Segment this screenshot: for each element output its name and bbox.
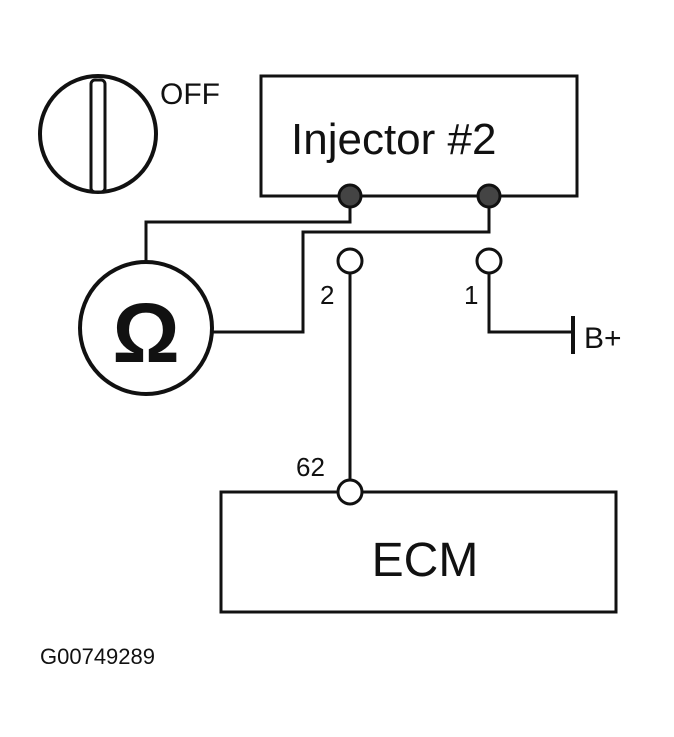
connector-pin-1 <box>475 247 503 275</box>
pin-1-label: 1 <box>464 280 478 310</box>
battery-label: B+ <box>584 322 622 355</box>
ohmmeter-symbol: Ω <box>112 286 179 380</box>
injector-terminal-left <box>337 183 363 209</box>
wire-pin1-to-battery <box>487 273 573 334</box>
injector-box <box>259 74 579 198</box>
meter-lead-right <box>212 207 491 334</box>
pin-62-label: 62 <box>296 452 325 482</box>
ecm-box <box>219 490 618 614</box>
injector-terminal-right <box>476 183 502 209</box>
switch-state-label: OFF <box>160 78 220 111</box>
ecm-pin-62 <box>336 478 364 506</box>
pin-2-label: 2 <box>320 280 334 310</box>
injector-label: Injector #2 <box>291 115 496 164</box>
ecm-label: ECM <box>372 534 479 587</box>
ignition-switch-icon <box>38 74 158 194</box>
connector-pin-2 <box>336 247 364 275</box>
figure-id: G00749289 <box>40 644 155 669</box>
meter-lead-left <box>144 207 352 262</box>
